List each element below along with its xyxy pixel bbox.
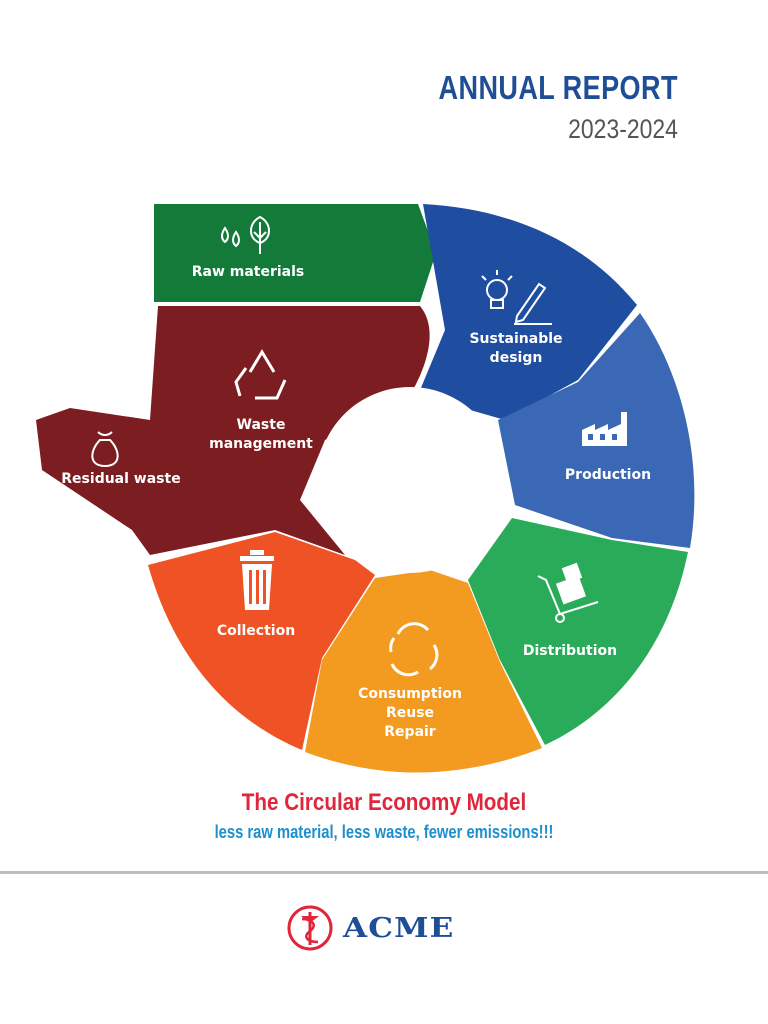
recycle-icon bbox=[234, 349, 287, 400]
segment-label-line: Sustainable bbox=[469, 331, 562, 347]
segment-label-line: Residual waste bbox=[61, 471, 180, 487]
segment-label-residual-waste: Residual waste bbox=[61, 471, 180, 487]
report-header: ANNUAL REPORT 2023-2024 bbox=[386, 68, 678, 146]
model-tagline: less raw material, less waste, fewer emi… bbox=[214, 822, 554, 842]
water-drops-tree-icon bbox=[221, 215, 270, 254]
segment-label-collection: Collection bbox=[217, 623, 295, 639]
lightbulb-pencil-icon bbox=[481, 270, 552, 325]
segment-collection bbox=[148, 532, 375, 750]
segment-label-production: Production bbox=[565, 467, 651, 483]
footer-divider bbox=[0, 871, 768, 874]
garbage-bag-icon bbox=[91, 431, 119, 468]
segment-label-line: Raw materials bbox=[192, 264, 305, 280]
segment-label-line: Production bbox=[565, 467, 651, 483]
segment-distribution bbox=[468, 518, 688, 745]
report-title: ANNUAL REPORT bbox=[438, 69, 678, 106]
brand-logo: ACME bbox=[287, 903, 453, 953]
segment-label-line: Repair bbox=[384, 724, 436, 740]
segment-label-raw-materials: Raw materials bbox=[192, 264, 305, 280]
segment-label-line: Collection bbox=[217, 623, 295, 639]
segment-label-waste-management: Waste management bbox=[209, 417, 313, 452]
segment-consumption bbox=[305, 570, 542, 773]
report-year: 2023-2024 bbox=[568, 114, 678, 144]
diagram-center bbox=[317, 387, 503, 573]
model-caption: The Circular Economy Model less raw mate… bbox=[0, 788, 768, 844]
trash-bin-icon bbox=[240, 550, 274, 610]
segment-label-distribution: Distribution bbox=[523, 643, 617, 659]
segment-waste-management bbox=[36, 306, 430, 555]
segment-label-line: Distribution bbox=[523, 643, 617, 659]
segment-label-line: Reuse bbox=[386, 705, 434, 721]
brand-wordmark: ACME bbox=[343, 912, 455, 944]
circular-economy-diagram: Raw materials Sustainable design Producti… bbox=[36, 204, 695, 773]
acme-emblem-icon bbox=[287, 905, 333, 951]
hand-truck-icon bbox=[537, 562, 599, 623]
segment-label-line: Waste bbox=[237, 417, 286, 433]
segment-raw-materials bbox=[154, 204, 436, 302]
segment-label-line: Consumption bbox=[358, 686, 462, 702]
segment-label-line: management bbox=[209, 436, 313, 452]
cycle-arrows-icon bbox=[389, 622, 439, 677]
model-title: The Circular Economy Model bbox=[241, 789, 527, 816]
factory-icon bbox=[582, 412, 627, 446]
segment-label-line: design bbox=[490, 350, 543, 366]
segment-label-sustainable-design: Sustainable design bbox=[469, 331, 562, 366]
